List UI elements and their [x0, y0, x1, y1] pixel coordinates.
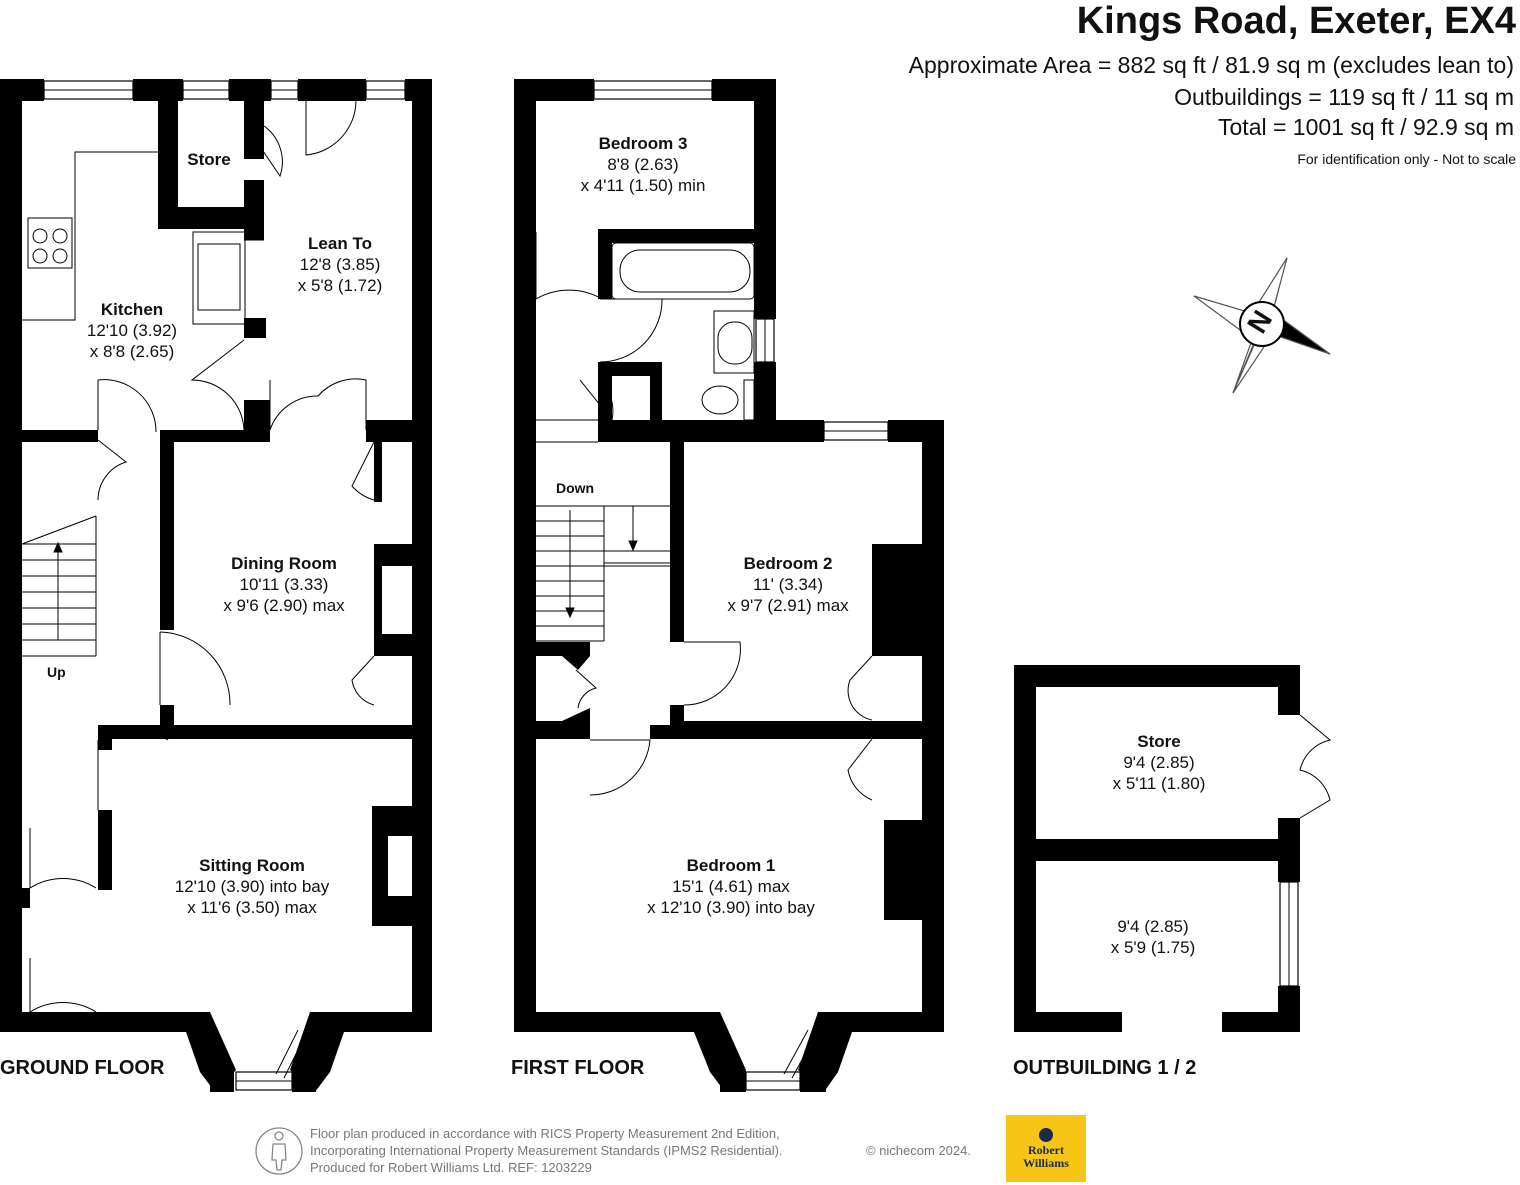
room-dimension: 12'10 (3.90) into bay — [174, 877, 330, 896]
logo-text: Williams — [1023, 1155, 1069, 1170]
room-name: Bedroom 1 — [686, 856, 776, 875]
room-name: Kitchen — [100, 300, 164, 319]
stairs-up-label: Up — [47, 664, 66, 680]
total-area: Total = 1001 sq ft / 92.9 sq m — [1218, 114, 1514, 140]
logo-text: Robert — [1028, 1142, 1064, 1157]
room-bedroom-3: Bedroom 3 8'8 (2.63) x 4'11 (1.50) min — [581, 133, 706, 196]
ground-floor-walls — [0, 79, 432, 1092]
room-dimension: 10'11 (3.33) — [239, 575, 329, 594]
property-title: Kings Road, Exeter, EX4 — [1076, 0, 1516, 42]
outbuildings-area: Outbuildings = 119 sq ft / 11 sq m — [1174, 84, 1514, 110]
room-kitchen: Kitchen 12'10 (3.92) x 8'8 (2.65) — [87, 299, 177, 362]
room-name: Store — [1137, 732, 1181, 751]
room-bedroom-1: Bedroom 1 15'1 (4.61) max x 12'10 (3.90)… — [647, 855, 815, 918]
ground-floor-label: GROUND FLOOR — [0, 1057, 165, 1079]
footer-disclaimer: Floor plan produced in accordance with R… — [310, 1125, 783, 1176]
room-name: Dining Room — [231, 554, 337, 573]
outbuilding-label: OUTBUILDING 1 / 2 — [1013, 1057, 1197, 1079]
room-dimension: 8'8 (2.63) — [607, 155, 679, 174]
room-outbuilding-store: Store 9'4 (2.85) x 5'11 (1.80) — [1113, 731, 1206, 794]
seal-icon — [1039, 1127, 1053, 1142]
first-floor-label: FIRST FLOOR — [511, 1057, 645, 1079]
room-dimension: x 8'8 (2.65) — [89, 342, 175, 361]
room-name: Sitting Room — [199, 856, 305, 875]
approximate-area: Approximate Area = 882 sq ft / 81.9 sq m… — [908, 52, 1514, 78]
room-dimension: x 12'10 (3.90) into bay — [647, 898, 815, 917]
room-lean-to: Lean To 12'8 (3.85) x 5'8 (1.72) — [298, 233, 383, 296]
room-dimension: x 9'6 (2.90) max — [223, 596, 345, 615]
room-bedroom-2: Bedroom 2 11' (3.34) x 9'7 (2.91) max — [727, 553, 848, 616]
kitchen-fittings — [22, 151, 598, 443]
room-name: Bedroom 2 — [743, 554, 833, 573]
room-dimension: x 5'11 (1.80) — [1112, 774, 1206, 793]
room-name: Lean To — [308, 234, 372, 253]
footer-line: Floor plan produced in accordance with R… — [310, 1126, 780, 1141]
footer-line: Incorporating International Property Mea… — [310, 1143, 783, 1158]
room-dimension: x 5'8 (1.72) — [297, 276, 383, 295]
room-dimension: 12'8 (3.85) — [299, 255, 381, 274]
footer-line: Produced for Robert Williams Ltd. REF: 1… — [310, 1160, 592, 1175]
room-outbuilding-2: 9'4 (2.85) x 5'9 (1.75) — [1111, 916, 1196, 958]
room-sitting: Sitting Room 12'10 (3.90) into bay x 11'… — [175, 855, 329, 918]
first-floor-walls — [514, 79, 944, 1092]
room-dining: Dining Room 10'11 (3.33) x 9'6 (2.90) ma… — [223, 553, 344, 616]
robert-williams-logo: Robert Williams — [1006, 1115, 1086, 1182]
room-dimension: 9'4 (2.85) — [1123, 753, 1195, 772]
room-dimension: x 9'7 (2.91) max — [727, 596, 849, 615]
room-name: Bedroom 3 — [598, 134, 688, 153]
outbuilding-walls — [1014, 665, 1300, 1032]
room-store: Store — [187, 149, 230, 170]
room-dimension: x 5'9 (1.75) — [1110, 938, 1196, 957]
room-dimension: x 11'6 (3.50) max — [187, 898, 317, 917]
room-dimension: 12'10 (3.92) — [86, 321, 178, 340]
room-dimension: x 4'11 (1.50) min — [580, 176, 706, 195]
scale-disclaimer: For identification only - Not to scale — [1297, 151, 1516, 167]
bathroom-fittings — [611, 242, 755, 421]
compass-icon — [1193, 257, 1331, 394]
copyright: © nichecom 2024. — [866, 1143, 971, 1158]
room-name: Store — [187, 150, 231, 169]
stairs-down-label: Down — [556, 480, 595, 496]
room-dimension: 15'1 (4.61) max — [672, 877, 790, 896]
stairs — [21, 505, 670, 657]
room-dimension: 9'4 (2.85) — [1117, 917, 1189, 936]
measurement-standard-icon — [255, 1127, 303, 1175]
room-dimension: 11' (3.34) — [752, 575, 824, 594]
